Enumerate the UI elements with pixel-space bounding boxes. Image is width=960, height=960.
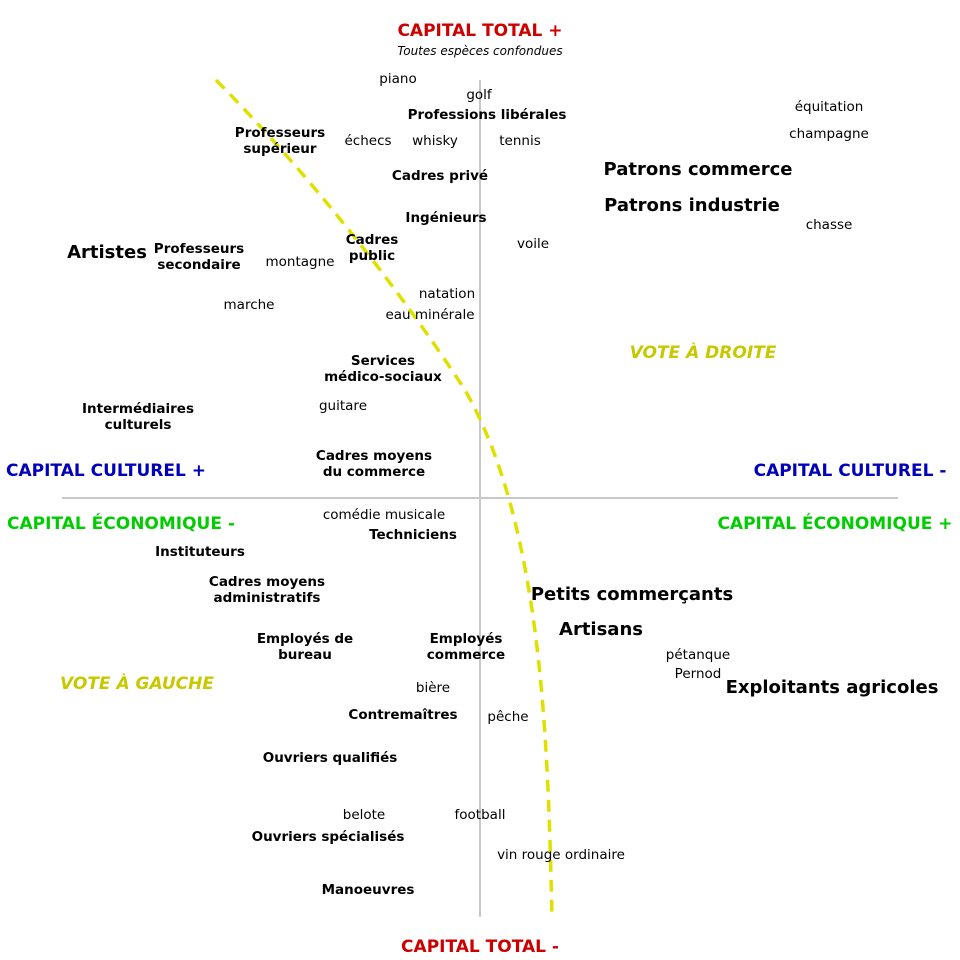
vote-gauche-label: VOTE À GAUCHE bbox=[60, 673, 214, 694]
category-cadres-moyens-administratifs: Cadres moyens administratifs bbox=[208, 573, 326, 606]
practice-whisky: whisky bbox=[412, 132, 458, 149]
capital-economique-minus-label: CAPITAL ÉCONOMIQUE - bbox=[7, 513, 235, 534]
capital-culturel-minus-label: CAPITAL CULTUREL - bbox=[753, 460, 947, 481]
practice-natation: natation bbox=[418, 285, 476, 302]
practice-echecs: échecs bbox=[344, 132, 392, 149]
category-ouvriers-specialises: Ouvriers spécialisés bbox=[251, 828, 405, 845]
practice-football: football bbox=[454, 806, 506, 823]
practice-belote: belote bbox=[342, 806, 386, 823]
category-artisans: Artisans bbox=[559, 619, 643, 641]
capital-economique-plus-label: CAPITAL ÉCONOMIQUE + bbox=[717, 513, 953, 534]
capital-total-minus-label: CAPITAL TOTAL - bbox=[401, 936, 559, 957]
category-exploitants-agricoles: Exploitants agricoles bbox=[725, 677, 939, 699]
practice-golf: golf bbox=[466, 86, 492, 103]
category-employes-commerce: Employés commerce bbox=[426, 630, 506, 663]
capital-total-subtitle: Toutes espèces confondues bbox=[397, 43, 563, 58]
practice-tennis: tennis bbox=[499, 132, 541, 149]
category-professeurs-secondaire: Professeurs secondaire bbox=[153, 240, 245, 273]
category-cadres-moyens-commerce: Cadres moyens du commerce bbox=[315, 447, 433, 480]
practice-petanque: pétanque bbox=[665, 646, 731, 663]
practice-voile: voile bbox=[516, 235, 550, 252]
category-services-medico-sociaux: Services médico-sociaux bbox=[324, 352, 442, 385]
category-manoeuvres: Manoeuvres bbox=[321, 881, 415, 898]
practice-vin-rouge: vin rouge ordinaire bbox=[497, 846, 625, 863]
category-petits-commercants: Petits commerçants bbox=[530, 584, 734, 606]
practice-pernod: Pernod bbox=[674, 665, 722, 682]
category-patrons-commerce: Patrons commerce bbox=[603, 159, 793, 181]
vote-droite-label: VOTE À DROITE bbox=[629, 342, 777, 363]
practice-eau-minerale: eau minérale bbox=[385, 306, 475, 323]
category-cadres-public: Cadres public bbox=[345, 231, 399, 264]
practice-marche: marche bbox=[223, 296, 275, 313]
practice-equitation: équitation bbox=[794, 98, 864, 115]
category-professions-liberales: Professions libérales bbox=[407, 106, 567, 123]
political-divide-line bbox=[214, 78, 554, 918]
category-artistes: Artistes bbox=[67, 242, 147, 264]
category-intermediaires-culturels: Intermédiaires culturels bbox=[81, 400, 195, 433]
category-employes-bureau: Employés de bureau bbox=[256, 630, 354, 663]
practice-champagne: champagne bbox=[789, 125, 869, 142]
practice-guitare: guitare bbox=[318, 397, 368, 414]
practice-montagne: montagne bbox=[265, 253, 335, 270]
category-ouvriers-qualifies: Ouvriers qualifiés bbox=[262, 749, 398, 766]
category-cadres-prive: Cadres privé bbox=[391, 167, 489, 184]
category-contremaitres: Contremaîtres bbox=[348, 706, 458, 723]
capital-total-plus-label: CAPITAL TOTAL + bbox=[397, 20, 563, 41]
category-ingenieurs: Ingénieurs bbox=[405, 209, 487, 226]
practice-biere: bière bbox=[415, 679, 451, 696]
category-patrons-industrie: Patrons industrie bbox=[604, 195, 780, 217]
category-instituteurs: Instituteurs bbox=[155, 543, 245, 560]
capital-culturel-plus-label: CAPITAL CULTUREL + bbox=[6, 460, 206, 481]
practice-comedie-musicale: comédie musicale bbox=[322, 506, 446, 523]
practice-chasse: chasse bbox=[805, 216, 853, 233]
category-techniciens: Techniciens bbox=[369, 526, 457, 543]
practice-piano: piano bbox=[379, 70, 417, 87]
category-professeurs-superieur: Professeurs supérieur bbox=[234, 124, 326, 157]
practice-peche: pêche bbox=[487, 708, 529, 725]
